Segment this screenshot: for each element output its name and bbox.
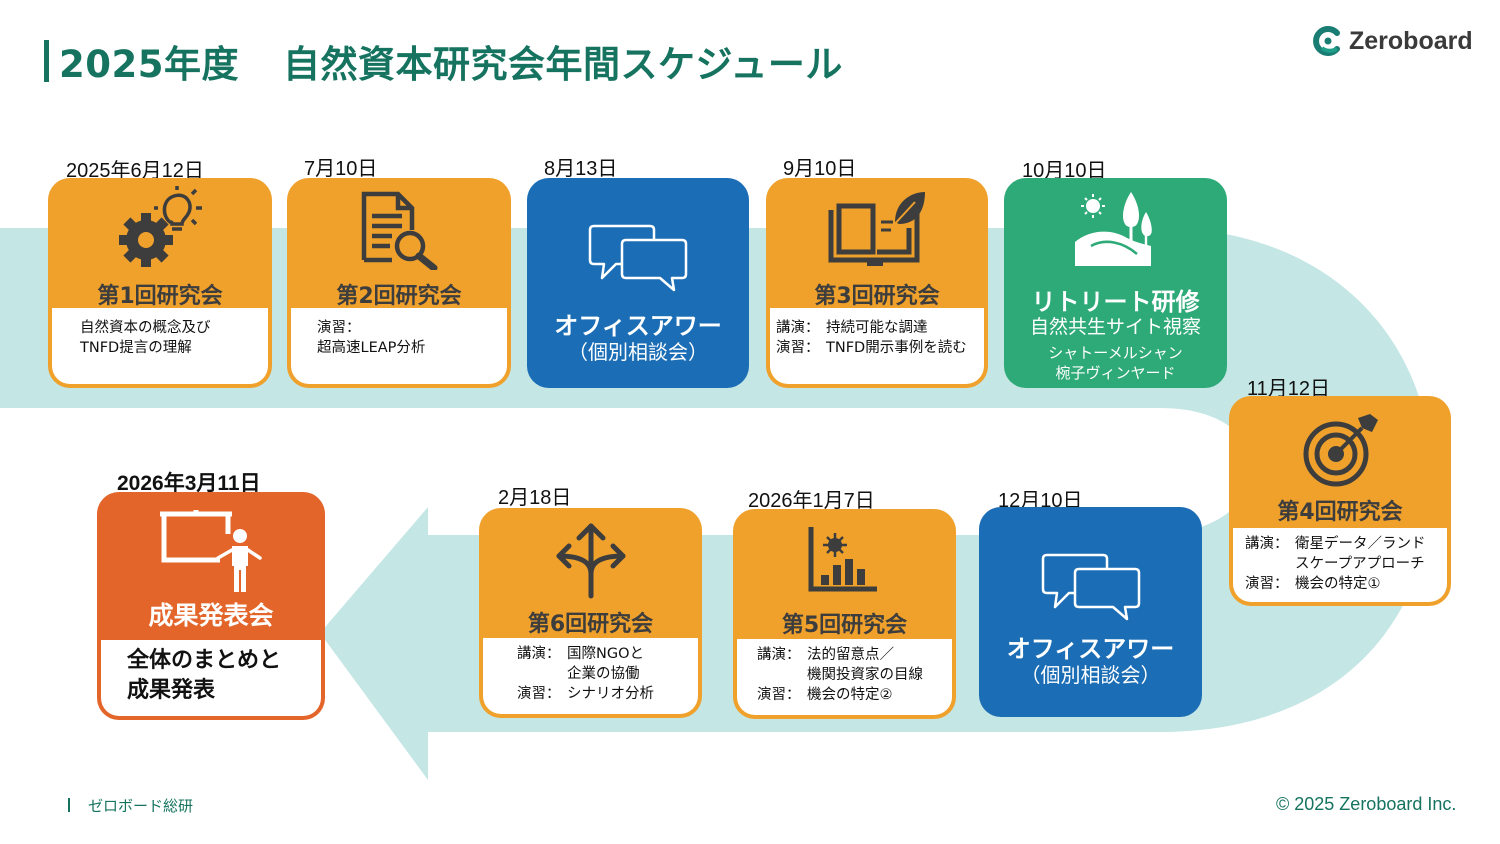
footer-copyright: © 2025 Zeroboard Inc. [1276, 794, 1457, 814]
event-date: 11月12日 [1247, 378, 1331, 400]
event-details: 講演： 持続可能な調達 演習： TNFD開示事例を読む [770, 308, 984, 384]
detail-text: 機会の特定① [1295, 576, 1381, 592]
event-card-final-presentation[interactable]: 成果発表会 全体のまとめと 成果発表 [97, 492, 325, 720]
detail-label: 演習： [1245, 576, 1289, 592]
event-date: 12月10日 [998, 490, 1083, 512]
event-details: 講演： 衛星データ／ランド スケープアプローチ 演習： 機会の特定① [1233, 528, 1447, 602]
event-card-retreat[interactable]: リトリート研修 自然共生サイト視察 シャトーメルシャン 椀子ヴィンヤード [1004, 178, 1227, 388]
event-subtitle: （個別相談会） [1020, 663, 1161, 687]
detail-text: 機会の特定② [807, 687, 893, 703]
detail-text: 持続可能な調達 [826, 320, 928, 336]
event-date: 2026年1月7日 [748, 490, 875, 512]
detail-text: 機関投資家の目線 [807, 667, 923, 683]
title-main: 自然資本研究会年間スケジュール [282, 43, 843, 86]
chat-bubbles-icon [979, 551, 1202, 621]
page-title: 2025年度 自然資本研究会年間スケジュール [44, 36, 843, 86]
event-title: 第5回研究会 [781, 613, 908, 638]
detail-label [1245, 554, 1295, 574]
detail-text: 超高速LEAP分析 [317, 340, 426, 356]
presenter-board-icon [97, 508, 325, 594]
event-card-session-4[interactable]: 第4回研究会 講演： 衛星データ／ランド スケープアプローチ 演習： 機会の特定① [1229, 396, 1451, 606]
event-card-session-1[interactable]: 第1回研究会 自然資本の概念及び TNFD提言の理解 [48, 178, 272, 388]
event-card-session-2[interactable]: 第2回研究会 演習： 超高速LEAP分析 [287, 178, 511, 388]
event-card-session-6[interactable]: 第6回研究会 講演： 国際NGOと 企業の協働 演習： シナリオ分析 [479, 508, 702, 718]
detail-text: 全体のまとめと [127, 648, 282, 673]
logo-text: Zeroboard [1349, 26, 1473, 55]
detail-label [517, 664, 567, 684]
event-title: 成果発表会 [148, 601, 274, 630]
detail-text: 自然資本の概念及び [80, 320, 211, 336]
event-note: 椀子ヴィンヤード [1055, 364, 1176, 382]
event-date: 2025年6月12日 [66, 160, 204, 182]
detail-text: スケープアプローチ [1295, 556, 1425, 572]
event-details: 演習： 超高速LEAP分析 [291, 308, 507, 384]
event-card-office-hour-1[interactable]: オフィスアワー （個別相談会） [527, 178, 749, 388]
zeroboard-logo: Zeroboard [1313, 26, 1473, 56]
detail-text: TNFD開示事例を読む [826, 340, 967, 356]
detail-text: TNFD提言の理解 [80, 340, 192, 356]
zeroboard-logo-icon [1313, 26, 1340, 56]
event-date: 2026年3月11日 [117, 472, 261, 495]
chat-bubbles-icon [527, 222, 749, 292]
event-title: オフィスアワー [1006, 635, 1175, 663]
detail-text: 企業の協働 [567, 666, 640, 682]
chart-virus-icon [733, 525, 956, 595]
detail-label: 演習： [757, 687, 801, 703]
event-date: 10月10日 [1022, 160, 1107, 182]
event-card-session-3[interactable]: 第3回研究会 講演： 持続可能な調達 演習： TNFD開示事例を読む [766, 178, 988, 388]
detail-label: 講演： [1245, 536, 1289, 552]
event-title: 第4回研究会 [1277, 500, 1403, 525]
event-date: 7月10日 [304, 158, 378, 180]
detail-label: 講演： [517, 646, 561, 662]
detail-label: 演習： [517, 686, 561, 702]
event-details: 講演： 国際NGOと 企業の協働 演習： シナリオ分析 [483, 638, 698, 714]
event-title: リトリート研修 [1031, 288, 1200, 316]
event-date: 2月18日 [498, 487, 572, 509]
footer-separator [68, 798, 70, 812]
event-card-office-hour-2[interactable]: オフィスアワー （個別相談会） [979, 507, 1202, 717]
footer-org: ゼロボード総研 [68, 795, 193, 816]
detail-text: 演習： [317, 320, 361, 336]
title-accent-bar [44, 40, 49, 82]
document-search-icon [287, 190, 511, 270]
event-title: 第1回研究会 [97, 284, 223, 309]
detail-label: 演習： [776, 340, 820, 356]
detail-label: 講演： [757, 647, 801, 663]
detail-label: 講演： [776, 320, 820, 336]
event-card-session-5[interactable]: 第5回研究会 講演： 法的留意点／ 機関投資家の目線 演習： 機会の特定② [733, 509, 956, 719]
split-arrows-icon [479, 520, 702, 600]
detail-label [757, 665, 807, 685]
event-details: 自然資本の概念及び TNFD提言の理解 [52, 308, 268, 384]
detail-text: 成果発表 [127, 678, 216, 703]
event-title: オフィスアワー [554, 312, 722, 340]
gear-lightbulb-icon [48, 186, 272, 270]
event-details: 全体のまとめと 成果発表 [101, 640, 321, 716]
target-arrow-icon [1229, 410, 1451, 490]
detail-text: シナリオ分析 [567, 686, 654, 702]
landscape-trees-icon [1004, 190, 1227, 270]
detail-text: 国際NGOと [567, 646, 644, 662]
book-leaf-icon [766, 188, 988, 268]
event-subtitle: 自然共生サイト視察 [1029, 316, 1201, 338]
footer-org-name: ゼロボード総研 [88, 797, 194, 815]
event-title: 第2回研究会 [336, 284, 462, 309]
event-subtitle: （個別相談会） [568, 340, 708, 364]
detail-text: 衛星データ／ランド [1295, 536, 1426, 552]
event-date: 8月13日 [544, 158, 618, 180]
event-details: 講演： 法的留意点／ 機関投資家の目線 演習： 機会の特定② [737, 639, 952, 715]
event-date: 9月10日 [783, 158, 857, 180]
event-title: 第3回研究会 [814, 284, 940, 309]
detail-text: 法的留意点／ [807, 647, 894, 663]
event-title: 第6回研究会 [527, 612, 654, 637]
event-note: シャトーメルシャン [1048, 344, 1183, 362]
title-year: 2025年度 [59, 43, 239, 86]
